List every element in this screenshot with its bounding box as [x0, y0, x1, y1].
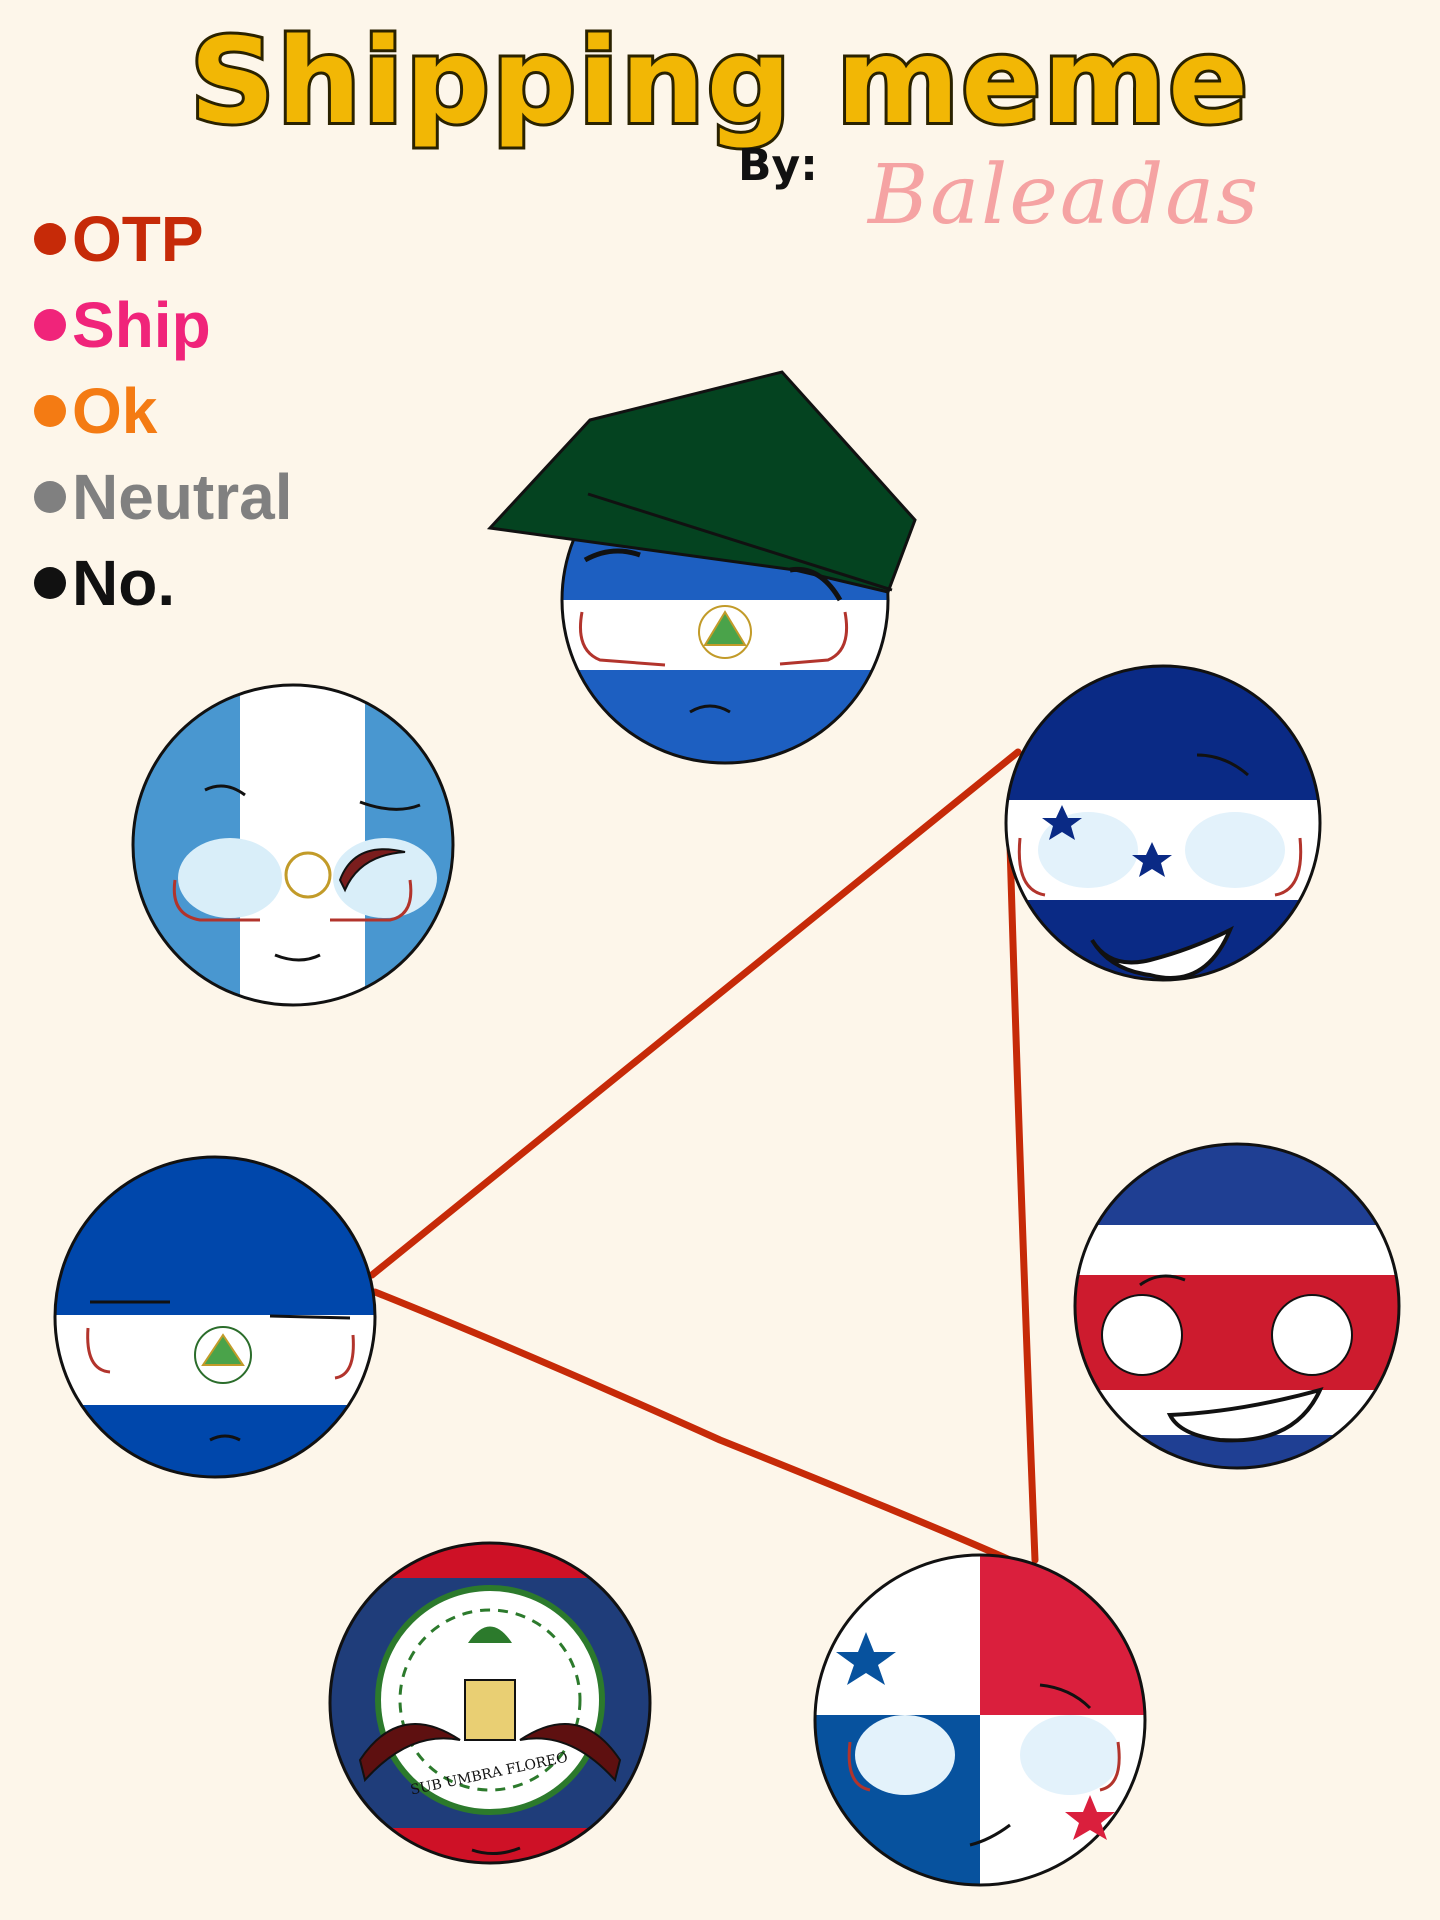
panama-ball	[813, 1553, 1147, 1887]
relation-lines	[368, 748, 1039, 1564]
legend-item-otp: OTP	[34, 196, 293, 282]
legend-item-ok: Ok	[34, 368, 293, 454]
nicaragua-ball	[486, 370, 917, 765]
legend-label-ship: Ship	[72, 289, 211, 361]
page-title: Shipping meme	[187, 9, 1251, 153]
belize-ball: SUB UMBRA FLOREO	[328, 1541, 652, 1865]
legend: OTP Ship Ok Neutral No.	[34, 196, 293, 626]
legend-dot-no	[34, 567, 66, 599]
legend-item-no: No.	[34, 540, 293, 626]
costa-rica-ball	[1073, 1142, 1401, 1470]
title-banner: Shipping meme	[0, 0, 1440, 153]
guatemala-ball	[131, 683, 455, 1007]
byline-label: By:	[738, 140, 818, 191]
legend-label-otp: OTP	[72, 203, 204, 275]
legend-dot-neutral	[34, 481, 66, 513]
legend-item-ship: Ship	[34, 282, 293, 368]
legend-label-no: No.	[72, 547, 176, 619]
relation-salvador-panama	[371, 1288, 1014, 1564]
legend-dot-ship	[34, 309, 66, 341]
legend-dot-ok	[34, 395, 66, 427]
legend-item-neutral: Neutral	[34, 454, 293, 540]
honduras-ball	[1004, 664, 1322, 982]
legend-label-neutral: Neutral	[72, 461, 293, 533]
relation-honduras-salvador	[368, 748, 1022, 1279]
relation-honduras-panama	[1006, 841, 1039, 1564]
legend-label-ok: Ok	[72, 375, 158, 447]
author-signature: Baleadas	[868, 148, 1261, 243]
legend-dot-otp	[34, 223, 66, 255]
el-salvador-ball	[53, 1155, 377, 1479]
